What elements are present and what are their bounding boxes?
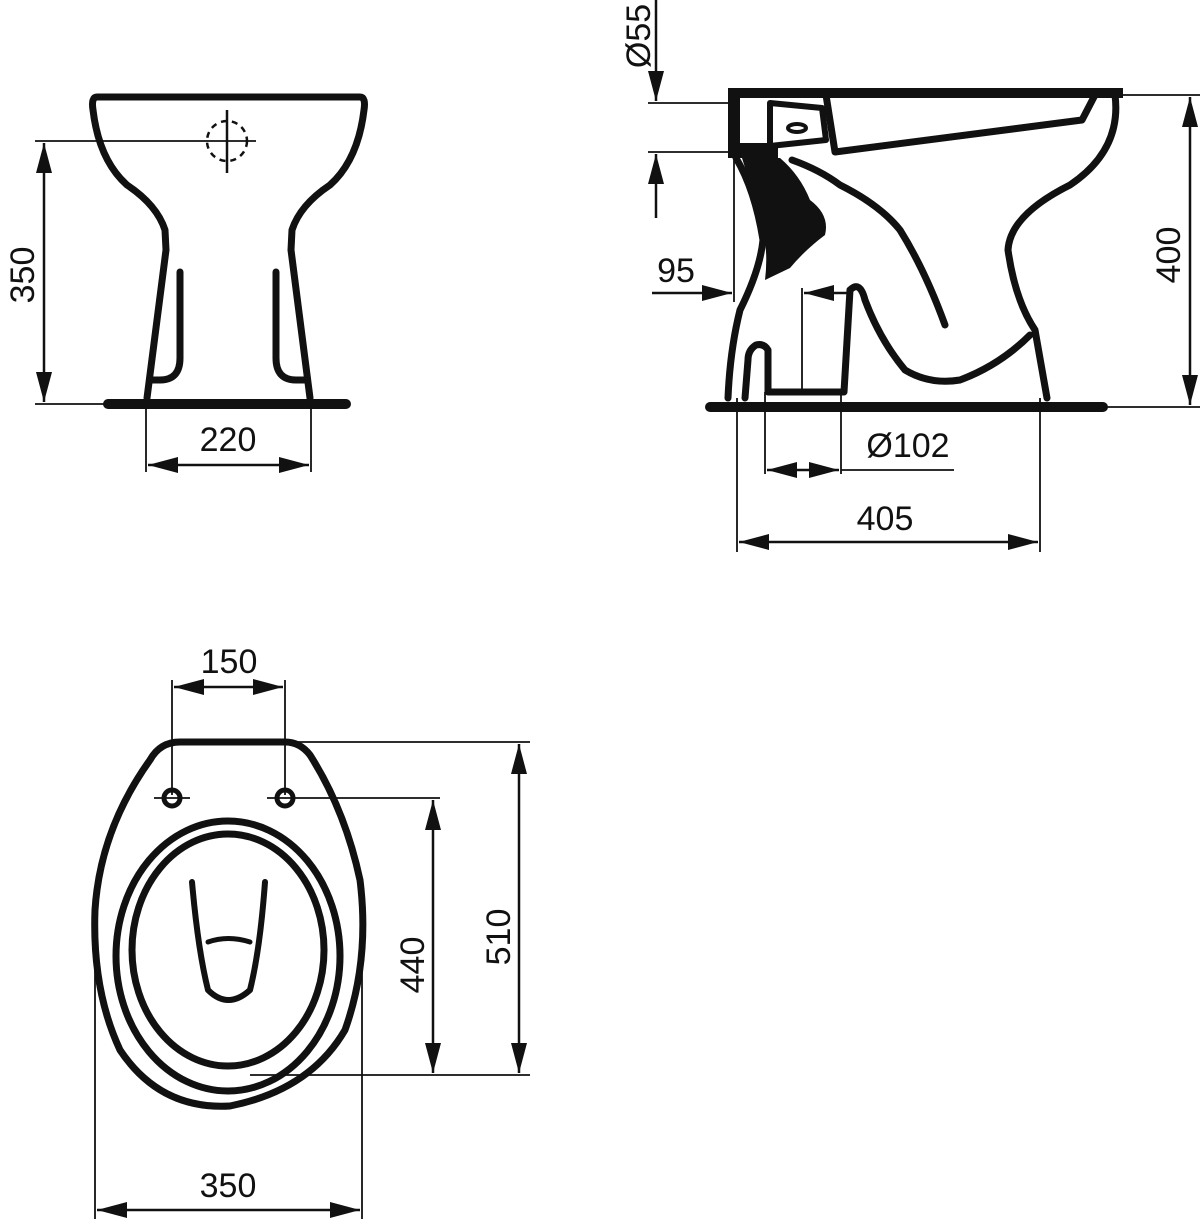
top-view: 150 440 510 350 <box>91 643 530 1219</box>
dimension-height-350: 350 <box>4 143 108 405</box>
dimension-depth-405: 405 <box>736 398 1041 552</box>
dimension-hole-to-front-440: 440 <box>394 800 441 1073</box>
dimension-width-220: 220 <box>145 404 312 473</box>
label-440: 440 <box>394 937 432 994</box>
label-350-width: 350 <box>200 1167 257 1205</box>
dimension-outlet-102: Ø102 <box>764 392 954 478</box>
label-95: 95 <box>657 252 695 290</box>
label-350: 350 <box>4 247 42 304</box>
label-510: 510 <box>480 909 518 966</box>
side-view-outline <box>705 88 1123 412</box>
dimension-overall-width-350: 350 <box>94 920 363 1219</box>
front-view-outline <box>89 93 368 409</box>
dimension-height-400: 400 <box>1103 94 1200 408</box>
dimension-hole-spacing-150: 150 <box>171 643 286 795</box>
label-405: 405 <box>857 500 914 538</box>
top-view-outline <box>91 738 440 1110</box>
label-400: 400 <box>1150 227 1188 284</box>
side-view: Ø55 95 Ø102 405 40 <box>620 0 1200 552</box>
label-150: 150 <box>201 643 258 681</box>
label-dia-55: Ø55 <box>620 4 658 68</box>
front-view: 350 220 <box>4 93 368 473</box>
dimension-offset-95: 95 <box>652 158 848 390</box>
dimension-inlet-55: Ø55 <box>620 0 728 218</box>
dimension-overall-length-510: 510 <box>250 741 530 1076</box>
inlet-marker <box>35 110 256 173</box>
label-dia-102: Ø102 <box>866 427 949 465</box>
label-220: 220 <box>200 421 257 459</box>
